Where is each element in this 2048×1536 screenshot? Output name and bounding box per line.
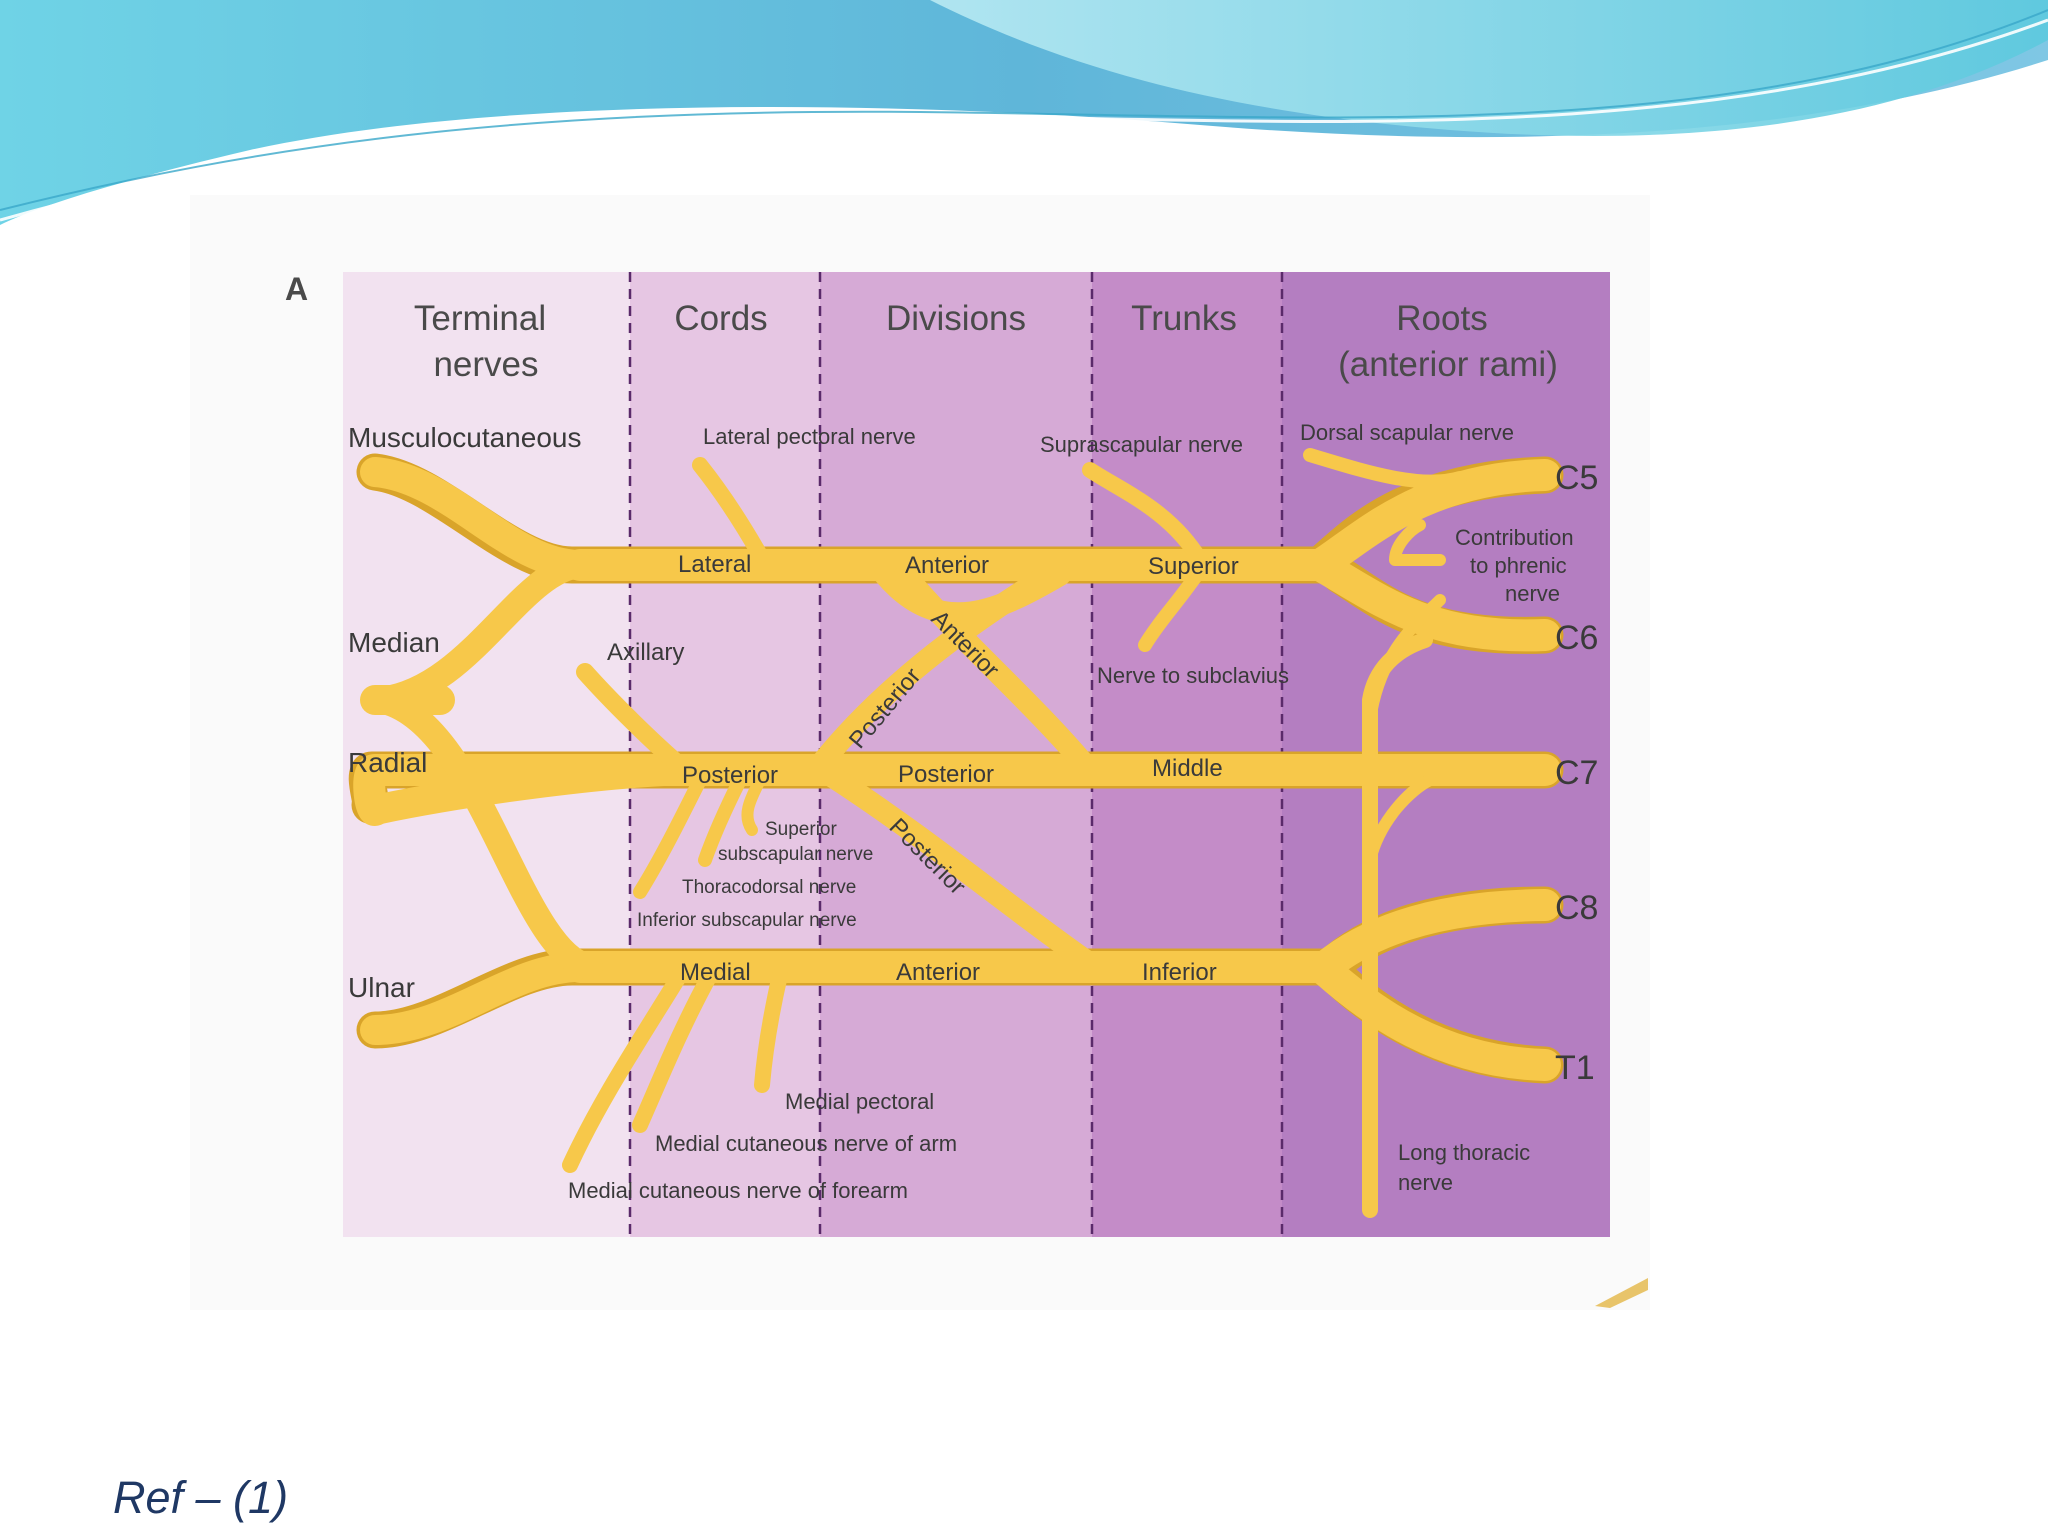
label-c7: C7 — [1555, 754, 1598, 792]
radial-nerve — [360, 755, 715, 825]
subclavius-branch — [1138, 563, 1207, 652]
plexus-figure: A Terminal nerves Cords Divisions Trunks… — [285, 271, 1610, 1237]
dorsal-scapular-branch — [1303, 448, 1467, 489]
phrenic-branch — [1389, 519, 1446, 566]
label-medial-cord: Medial — [680, 959, 751, 986]
medial-cutaneous-forearm-branch — [562, 967, 688, 1173]
label-medial-pectoral: Medial pectoral — [785, 1089, 934, 1114]
label-middle-trunk: Middle — [1152, 755, 1223, 782]
label-long-thoracic-1: Long thoracic — [1398, 1140, 1530, 1165]
label-median: Median — [348, 627, 440, 658]
label-suprascapular: Suprascapular nerve — [1040, 432, 1243, 457]
col-roots-l2: (anterior rami) — [1338, 345, 1558, 384]
lower-subscapular-branch — [633, 773, 707, 899]
long-thoracic-c5 — [1364, 594, 1446, 726]
nerve-network — [353, 448, 1561, 1218]
label-c6: C6 — [1555, 619, 1598, 657]
label-inferior-trunk: Inferior — [1142, 959, 1217, 986]
label-c5: C5 — [1555, 459, 1598, 497]
corner-mark — [1595, 1278, 1648, 1308]
label-c8: C8 — [1555, 889, 1598, 927]
label-radial: Radial — [348, 747, 427, 778]
label-med-cut-forearm: Medial cutaneous nerve of forearm — [568, 1178, 908, 1203]
panel-letter: A — [285, 271, 308, 307]
label-sup-subscap-2: subscapular nerve — [718, 844, 873, 865]
col-terminal-l1: Terminal — [414, 299, 546, 338]
label-sup-subscap-1: Superior — [765, 819, 837, 840]
posterior-division-superior — [809, 569, 1051, 776]
label-phrenic-2: to phrenic — [1470, 553, 1567, 578]
thoracodorsal-branch — [698, 773, 747, 867]
ulnar-nerve — [360, 952, 595, 1045]
medial-cutaneous-arm-branch — [632, 967, 718, 1133]
c6-root — [1309, 552, 1561, 652]
label-lateral-pectoral: Lateral pectoral nerve — [703, 424, 916, 449]
col-roots-l1: Roots — [1396, 299, 1487, 338]
lateral-pectoral-branch — [692, 457, 768, 563]
posterior-division-inferior — [819, 764, 1096, 971]
col-trunks: Trunks — [1131, 299, 1237, 338]
label-thoracodorsal: Thoracodorsal nerve — [682, 877, 856, 898]
label-superior-trunk: Superior — [1148, 553, 1239, 580]
label-musculocutaneous: Musculocutaneous — [348, 422, 581, 453]
axillary-branch — [576, 663, 694, 779]
label-phrenic-3: nerve — [1505, 581, 1560, 606]
suprascapular-branch — [1082, 462, 1208, 568]
medial-pectoral-branch — [754, 967, 788, 1093]
label-long-thoracic-2: nerve — [1398, 1170, 1453, 1195]
upper-subscapular-branch — [741, 774, 766, 836]
anterior-division-middle — [894, 564, 1096, 776]
label-dorsal-scapular: Dorsal scapular nerve — [1300, 420, 1514, 445]
label-axillary: Axillary — [607, 639, 684, 666]
label-phrenic-1: Contribution — [1455, 525, 1574, 550]
label-posterior-cord: Posterior — [682, 762, 778, 789]
col-divisions: Divisions — [886, 299, 1026, 338]
label-anterior-div-2: Anterior — [896, 959, 980, 986]
label-anterior-div-1: Anterior — [905, 552, 989, 579]
col-cords: Cords — [674, 299, 767, 338]
medial-to-median — [367, 687, 603, 980]
t1-root — [1309, 954, 1561, 1081]
label-ulnar: Ulnar — [348, 972, 415, 1003]
label-med-cut-arm: Medial cutaneous nerve of arm — [655, 1131, 957, 1156]
reference-label: Ref – (1) — [113, 1472, 289, 1523]
label-lateral-cord: Lateral — [678, 551, 751, 578]
header-wave — [0, 0, 2048, 225]
label-inf-subscap: Inferior subscapular nerve — [637, 910, 857, 931]
long-thoracic-c7 — [1364, 774, 1436, 866]
label-subclavius: Nerve to subclavius — [1097, 663, 1289, 688]
col-terminal-l2: nerves — [433, 345, 538, 384]
label-t1: T1 — [1555, 1049, 1595, 1087]
label-posterior-div-1: Posterior — [898, 761, 994, 788]
